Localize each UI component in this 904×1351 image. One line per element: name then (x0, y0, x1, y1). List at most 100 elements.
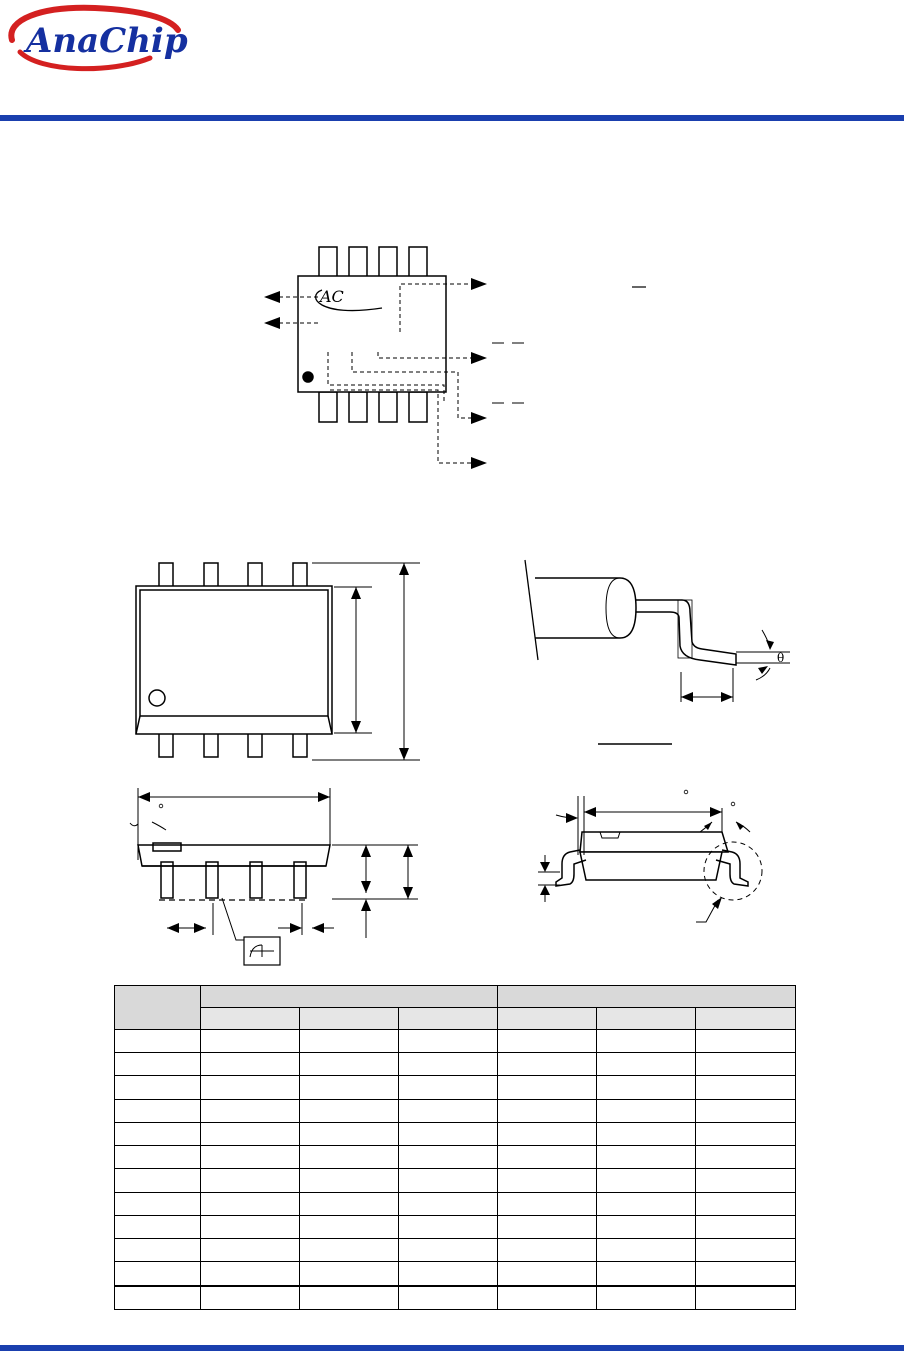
table-row (114, 1145, 797, 1170)
value-cell (200, 1168, 300, 1193)
value-cell (695, 1191, 797, 1216)
value-cell (596, 1238, 697, 1263)
table-subheader-row (115, 1007, 797, 1030)
value-cell (497, 1214, 598, 1240)
package-drawings: θ (129, 246, 790, 966)
value-cell (299, 1121, 399, 1147)
value-cell (596, 1121, 697, 1147)
symbol-cell (114, 1284, 201, 1310)
value-cell (299, 1214, 399, 1240)
value-cell (397, 1121, 499, 1147)
table-row (114, 1284, 797, 1310)
value-cell (596, 1261, 697, 1287)
value-cell (397, 1028, 499, 1054)
value-cell (596, 1098, 697, 1123)
chip-marking-logo: AC (318, 287, 344, 306)
value-cell (695, 1075, 797, 1100)
value-cell (397, 1098, 499, 1123)
value-cell (200, 1284, 300, 1310)
value-cell (497, 1238, 598, 1263)
table-row (114, 1191, 797, 1216)
value-cell (596, 1191, 697, 1216)
lead-detail: θ (524, 559, 790, 745)
value-cell (596, 1052, 697, 1077)
value-cell (695, 1052, 797, 1077)
value-cell (695, 1098, 797, 1123)
value-cell (299, 1191, 399, 1216)
value-cell (299, 1098, 399, 1123)
symbol-cell (114, 1261, 201, 1287)
table-body (114, 1028, 797, 1310)
value-cell (200, 1145, 300, 1170)
symbol-header (114, 985, 201, 1030)
value-cell (497, 1098, 598, 1123)
value-cell (695, 1284, 797, 1310)
subheader-cell (299, 1007, 399, 1030)
value-cell (299, 1052, 399, 1077)
unit-group-header-1 (199, 985, 499, 1008)
symbol-cell (114, 1098, 201, 1123)
subheader-cell (497, 1007, 598, 1030)
marking-diagram (264, 246, 646, 469)
symbol-cell (114, 1238, 201, 1263)
end-view (538, 789, 763, 923)
value-cell (497, 1145, 598, 1170)
value-cell (695, 1214, 797, 1240)
value-cell (200, 1075, 300, 1100)
top-view (135, 562, 420, 761)
value-cell (397, 1168, 499, 1193)
table-row (114, 1168, 797, 1193)
value-cell (397, 1075, 499, 1100)
theta-symbol: θ (777, 651, 784, 665)
unit-group-header-2 (497, 985, 797, 1008)
value-cell (596, 1214, 697, 1240)
value-cell (397, 1238, 499, 1263)
value-cell (596, 1075, 697, 1100)
value-cell (397, 1052, 499, 1077)
value-cell (695, 1238, 797, 1263)
value-cell (397, 1214, 499, 1240)
value-cell (200, 1261, 300, 1287)
value-cell (299, 1261, 399, 1287)
symbol-cell (114, 1214, 201, 1240)
symbol-cell (114, 1191, 201, 1216)
value-cell (695, 1028, 797, 1054)
value-cell (200, 1052, 300, 1077)
header-rule (0, 115, 904, 121)
value-cell (200, 1238, 300, 1263)
value-cell (497, 1191, 598, 1216)
subheader-cell (695, 1007, 797, 1030)
logo-wordmark: AnaChip (23, 21, 188, 61)
value-cell (695, 1261, 797, 1287)
value-cell (200, 1121, 300, 1147)
value-cell (695, 1168, 797, 1193)
dimension-table (114, 985, 797, 1310)
value-cell (299, 1168, 399, 1193)
value-cell (596, 1145, 697, 1170)
value-cell (200, 1191, 300, 1216)
value-cell (497, 1121, 598, 1147)
table-row (114, 1075, 797, 1100)
symbol-cell (114, 1145, 201, 1170)
value-cell (596, 1168, 697, 1193)
subheader-cell (596, 1007, 697, 1030)
symbol-cell (114, 1075, 201, 1100)
table-row (114, 1238, 797, 1263)
table-row (114, 1098, 797, 1123)
value-cell (497, 1261, 598, 1287)
value-cell (397, 1284, 499, 1310)
value-cell (200, 1028, 300, 1054)
symbol-cell (114, 1121, 201, 1147)
value-cell (695, 1145, 797, 1170)
value-cell (299, 1075, 399, 1100)
value-cell (397, 1261, 499, 1287)
value-cell (397, 1191, 499, 1216)
table-row (114, 1121, 797, 1147)
value-cell (596, 1284, 697, 1310)
value-cell (497, 1052, 598, 1077)
symbol-cell (114, 1168, 201, 1193)
symbol-cell (114, 1028, 201, 1054)
value-cell (397, 1145, 499, 1170)
table-row (114, 1028, 797, 1054)
table-row (114, 1261, 797, 1287)
